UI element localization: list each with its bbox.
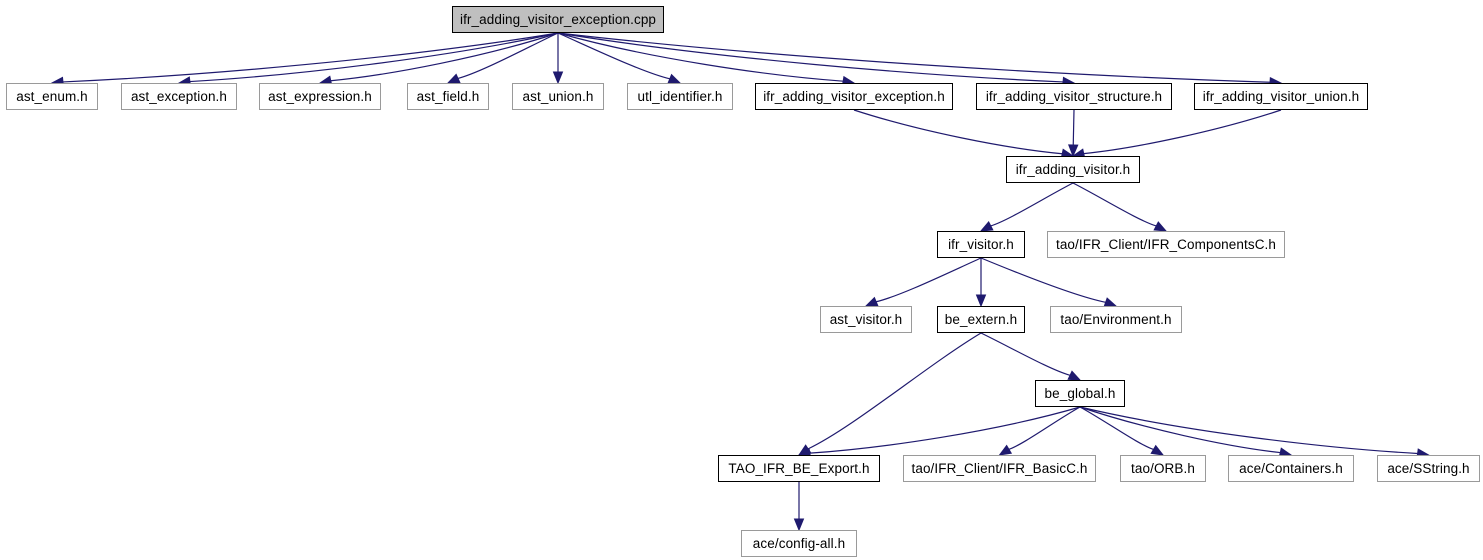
graph-node-ace_sstring[interactable]: ace/SString.h bbox=[1377, 455, 1480, 482]
graph-edge-be_global-to-ace_containers bbox=[1079, 406, 1293, 458]
graph-node-iavu_h[interactable]: ifr_adding_visitor_union.h bbox=[1194, 83, 1368, 110]
graph-node-ast_enum[interactable]: ast_enum.h bbox=[6, 83, 98, 110]
graph-node-label: ast_exception.h bbox=[130, 88, 228, 104]
graph-node-label: tao/IFR_Client/IFR_ComponentsC.h bbox=[1055, 236, 1277, 252]
graph-edge-be_global-to-tao_ifr_export bbox=[797, 406, 1081, 459]
graph-node-ace_config_all[interactable]: ace/config-all.h bbox=[741, 530, 857, 557]
graph-node-label: tao/IFR_Client/IFR_BasicC.h bbox=[911, 460, 1088, 476]
graph-node-label: ace/SString.h bbox=[1387, 460, 1470, 476]
graph-node-ifr_basicc[interactable]: tao/IFR_Client/IFR_BasicC.h bbox=[903, 455, 1096, 482]
graph-edge-root-to-ast_enum bbox=[50, 32, 559, 88]
graph-node-label: ace/Containers.h bbox=[1239, 460, 1343, 476]
graph-node-ast_field[interactable]: ast_field.h bbox=[407, 83, 489, 110]
graph-edge-iavs_h-to-iav_h bbox=[1068, 109, 1079, 158]
graph-node-ast_exception[interactable]: ast_exception.h bbox=[121, 83, 237, 110]
graph-node-ifr_componentsc[interactable]: tao/IFR_Client/IFR_ComponentsC.h bbox=[1047, 231, 1285, 258]
graph-edge-root-to-ast_expression bbox=[318, 32, 559, 86]
graph-node-label: ifr_visitor.h bbox=[948, 236, 1014, 252]
graph-edge-iav_h-to-ifr_visitor bbox=[979, 182, 1074, 232]
graph-node-tao_environment[interactable]: tao/Environment.h bbox=[1050, 306, 1182, 333]
graph-edge-ifr_visitor-to-tao_environment bbox=[980, 257, 1118, 308]
graph-edge-be_extern-to-tao_ifr_export bbox=[797, 332, 982, 456]
graph-edge-iave_h-to-iav_h bbox=[853, 109, 1075, 159]
graph-node-label: ast_field.h bbox=[416, 88, 480, 104]
graph-edge-be_extern-to-be_global bbox=[980, 332, 1082, 381]
graph-edge-root-to-iave_h bbox=[557, 32, 856, 87]
graph-node-label: tao/ORB.h bbox=[1131, 460, 1195, 476]
graph-node-label: ifr_adding_visitor_union.h bbox=[1202, 88, 1360, 104]
graph-node-label: ifr_adding_visitor.h bbox=[1015, 161, 1131, 177]
graph-edge-be_global-to-ifr_basicc bbox=[998, 406, 1081, 456]
graph-edge-root-to-utl_identifier bbox=[557, 32, 682, 84]
graph-node-ast_visitor[interactable]: ast_visitor.h bbox=[820, 306, 912, 333]
graph-node-iav_h[interactable]: ifr_adding_visitor.h bbox=[1006, 156, 1140, 183]
graph-edge-tao_ifr_export-to-ace_config_all bbox=[793, 482, 805, 532]
graph-node-iave_h[interactable]: ifr_adding_visitor_exception.h bbox=[755, 83, 953, 110]
graph-node-ast_union[interactable]: ast_union.h bbox=[512, 83, 604, 110]
graph-node-label: ifr_adding_visitor_structure.h bbox=[985, 88, 1163, 104]
graph-node-be_global[interactable]: be_global.h bbox=[1035, 380, 1125, 407]
graph-node-be_extern[interactable]: be_extern.h bbox=[937, 306, 1025, 333]
graph-edge-iav_h-to-ifr_componentsc bbox=[1072, 182, 1168, 232]
graph-node-label: ace/config-all.h bbox=[752, 535, 846, 551]
graph-edge-root-to-ast_exception bbox=[177, 32, 559, 87]
graph-node-label: utl_identifier.h bbox=[637, 88, 723, 104]
graph-edge-ifr_visitor-to-be_extern bbox=[975, 258, 987, 308]
graph-edge-root-to-iavs_h bbox=[557, 32, 1076, 88]
graph-edge-be_global-to-ace_sstring bbox=[1079, 406, 1430, 459]
graph-edge-iavu_h-to-iav_h bbox=[1071, 109, 1282, 159]
graph-node-label: ifr_adding_visitor_exception.cpp bbox=[459, 11, 657, 27]
graph-node-tao_orb[interactable]: tao/ORB.h bbox=[1120, 455, 1206, 482]
graph-edge-ifr_visitor-to-ast_visitor bbox=[864, 257, 982, 307]
graph-node-root[interactable]: ifr_adding_visitor_exception.cpp bbox=[452, 6, 664, 33]
graph-node-ifr_visitor[interactable]: ifr_visitor.h bbox=[937, 231, 1025, 258]
graph-edge-root-to-ast_field bbox=[446, 32, 559, 84]
graph-edge-be_global-to-tao_orb bbox=[1079, 406, 1165, 456]
graph-node-label: ast_union.h bbox=[522, 88, 594, 104]
graph-node-ace_containers[interactable]: ace/Containers.h bbox=[1228, 455, 1354, 482]
graph-node-label: ast_expression.h bbox=[268, 88, 372, 104]
graph-node-label: TAO_IFR_BE_Export.h bbox=[728, 460, 870, 476]
graph-node-label: be_extern.h bbox=[944, 311, 1018, 327]
graph-node-label: ast_visitor.h bbox=[829, 311, 903, 327]
graph-node-label: tao/Environment.h bbox=[1060, 311, 1172, 327]
graph-node-iavs_h[interactable]: ifr_adding_visitor_structure.h bbox=[976, 83, 1172, 110]
graph-node-tao_ifr_export[interactable]: TAO_IFR_BE_Export.h bbox=[718, 455, 880, 482]
graph-node-label: ifr_adding_visitor_exception.h bbox=[763, 88, 945, 104]
graph-node-utl_identifier[interactable]: utl_identifier.h bbox=[627, 83, 733, 110]
graph-node-label: ast_enum.h bbox=[16, 88, 88, 104]
graph-edge-root-to-iavu_h bbox=[557, 32, 1283, 88]
graph-node-label: be_global.h bbox=[1044, 385, 1116, 401]
graph-node-ast_expression[interactable]: ast_expression.h bbox=[259, 83, 381, 110]
graph-edge-root-to-ast_union bbox=[552, 33, 564, 85]
